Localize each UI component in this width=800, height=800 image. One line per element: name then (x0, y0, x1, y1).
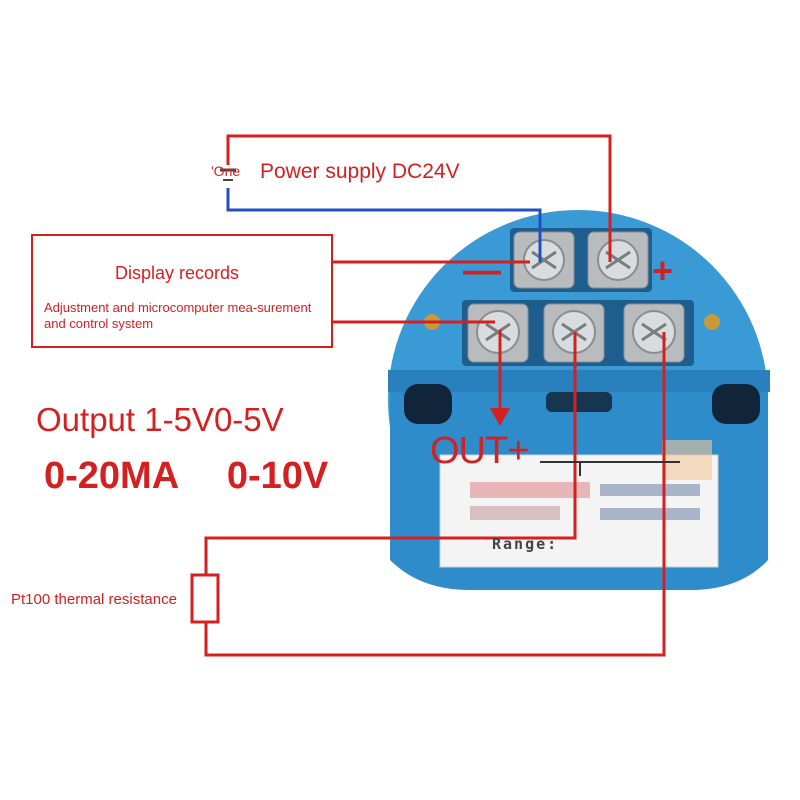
power-supply-symbol-label: 'One (211, 163, 241, 179)
plus-terminal-label: + (652, 250, 674, 291)
center-slot (546, 392, 612, 412)
minus-terminal-label: — (463, 250, 501, 292)
screw-terminal-icon (587, 231, 649, 289)
screw-terminal-icon (513, 231, 575, 289)
transmitter-device (388, 210, 770, 590)
output-label: Output 1-5V0-5V (36, 401, 284, 438)
out-plus-arrow (490, 330, 510, 426)
mount-hole-right (712, 384, 760, 424)
range-values-label: 0-20MA 0-10V (44, 455, 329, 497)
power-supply-label: Power supply DC24V (260, 160, 460, 183)
display-records-label: Display records (115, 263, 240, 283)
power-supply-wires (220, 134, 612, 262)
plate-range-label: Range: (492, 535, 559, 553)
sensor-wires (204, 332, 666, 657)
screw-terminal-icon (623, 303, 685, 363)
mount-hole-left (404, 384, 452, 424)
screw-terminal-icon (467, 303, 529, 363)
display-records-box (31, 234, 333, 348)
adjustment-label: Adjustment and microcomputer mea-suremen… (44, 300, 312, 331)
resistor-icon (190, 573, 220, 624)
out-plus-label: OUT+ (430, 430, 529, 472)
pt100-label: Pt100 thermal resistance (11, 591, 177, 608)
